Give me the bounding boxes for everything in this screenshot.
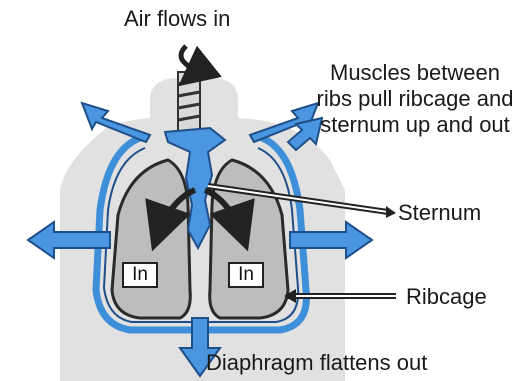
sternum-label: Sternum [398,200,481,226]
in-label-right: In [228,262,264,288]
diaphragm-label: Diaphragm flattens out [206,350,427,376]
ribcage-label: Ribcage [406,284,487,310]
in-label-left: In [122,262,158,288]
air-flows-in-label: Air flows in [124,6,230,32]
muscles-label: Muscles between ribs pull ribcage and st… [310,60,520,138]
